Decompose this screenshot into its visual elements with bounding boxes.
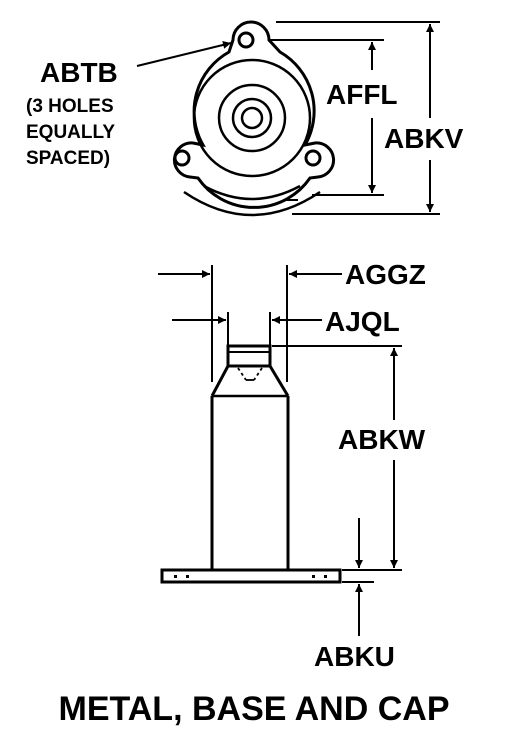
dimension-abkw: ABKW: [272, 345, 426, 571]
label-ajql: AJQL: [325, 306, 400, 337]
side-view: [160, 344, 342, 584]
label-aggz: AGGZ: [345, 259, 426, 290]
label-affl: AFFL: [326, 79, 398, 110]
drawing-title: METAL, BASE AND CAP: [59, 690, 450, 728]
top-view: [173, 20, 335, 217]
label-holes-note-3: SPACED): [26, 148, 110, 169]
label-holes-note-2: EQUALLY: [26, 122, 115, 143]
bolt-hole-left: [173, 149, 191, 167]
dimension-abkv: ABKV: [276, 21, 464, 215]
bolt-hole-right: [304, 149, 322, 167]
label-abtb: ABTB: [40, 57, 118, 88]
label-abku: ABKU: [314, 641, 395, 672]
bolt-hole-top: [237, 31, 255, 49]
label-holes-note-1: (3 HOLES: [26, 96, 114, 117]
label-abkv: ABKV: [384, 123, 464, 154]
dimension-affl: AFFL: [268, 39, 398, 196]
dimension-ajql: AJQL: [172, 306, 400, 346]
dimension-abku: ABKU: [314, 518, 395, 672]
label-abkw: ABKW: [338, 424, 426, 455]
dimension-aggz: AGGZ: [158, 259, 426, 382]
